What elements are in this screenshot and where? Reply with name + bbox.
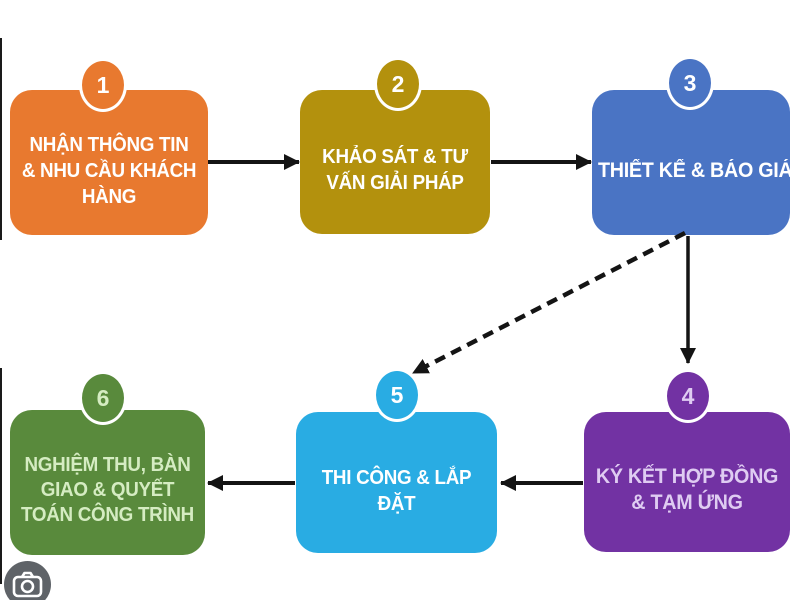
step-box-1: NHẬN THÔNG TIN & NHU CẦU KHÁCH HÀNG bbox=[10, 90, 208, 235]
step-number-badge-1: 1 bbox=[79, 58, 127, 112]
step-number-badge-4: 4 bbox=[664, 369, 712, 423]
step-number-badge-2: 2 bbox=[374, 57, 422, 111]
step-label-line: HÀNG bbox=[81, 185, 137, 208]
step-label-5: THI CÔNG & LẮP ĐẶT bbox=[302, 449, 491, 517]
step-label-line: GIAO & QUYẾT bbox=[40, 479, 175, 501]
step-label-line: TOÁN CÔNG TRÌNH bbox=[21, 504, 194, 526]
step-number: 3 bbox=[683, 69, 697, 96]
step-number-badge-3: 3 bbox=[666, 56, 714, 110]
step-box-3: THIẾT KẾ & BÁO GIÁ bbox=[592, 90, 793, 235]
step-label-3: THIẾT KẾ & BÁO GIÁ bbox=[597, 142, 793, 184]
step-number: 4 bbox=[681, 382, 695, 409]
step-label-line: VẤN GIẢI PHÁP bbox=[326, 172, 464, 194]
step-box-4: KÝ KẾT HỢP ĐỒNG & TẠM ỨNG bbox=[584, 412, 790, 552]
left-edge-line bbox=[0, 38, 2, 240]
step-label-2: KHẢO SÁT & TƯ VẤN GIẢI PHÁP bbox=[306, 128, 485, 196]
image-search-camera-icon[interactable] bbox=[4, 561, 51, 600]
left-edge-line bbox=[0, 368, 2, 584]
step-number: 1 bbox=[96, 71, 110, 98]
step-label-line: ĐẶT bbox=[377, 492, 416, 515]
step-label-1: NHẬN THÔNG TIN & NHU CẦU KHÁCH HÀNG bbox=[16, 116, 202, 210]
step-label-line: NHẬN THÔNG TIN bbox=[29, 133, 189, 156]
step-label-line: THI CÔNG & LẮP bbox=[321, 466, 472, 489]
arrow-step3-step5-dashed bbox=[411, 230, 687, 376]
camera-glyph bbox=[12, 571, 43, 598]
step-label-line: KHẢO SÁT & TƯ bbox=[322, 146, 468, 168]
step-number: 6 bbox=[96, 384, 110, 411]
step-label-line: & NHU CẦU KHÁCH bbox=[21, 159, 197, 182]
step-label-line: NGHIỆM THU, BÀN bbox=[24, 454, 191, 476]
step-label-4: KÝ KẾT HỢP ĐỒNG & TẠM ỨNG bbox=[590, 448, 784, 516]
step-box-5: THI CÔNG & LẮP ĐẶT bbox=[296, 412, 497, 553]
step-number: 2 bbox=[391, 70, 405, 97]
step-number-badge-6: 6 bbox=[79, 371, 127, 425]
step-label-line: KÝ KẾT HỢP ĐỒNG bbox=[595, 465, 779, 488]
step-box-2: KHẢO SÁT & TƯ VẤN GIẢI PHÁP bbox=[300, 90, 490, 234]
step-label-line: & TẠM ỨNG bbox=[631, 491, 743, 514]
step-number: 5 bbox=[390, 381, 404, 408]
step-label-line: THIẾT KẾ & BÁO GIÁ bbox=[597, 158, 793, 182]
step-label-6: NGHIỆM THU, BÀN GIAO & QUYẾT TOÁN CÔNG T… bbox=[16, 437, 199, 528]
step-box-6: NGHIỆM THU, BÀN GIAO & QUYẾT TOÁN CÔNG T… bbox=[10, 410, 205, 555]
step-number-badge-5: 5 bbox=[373, 368, 421, 422]
